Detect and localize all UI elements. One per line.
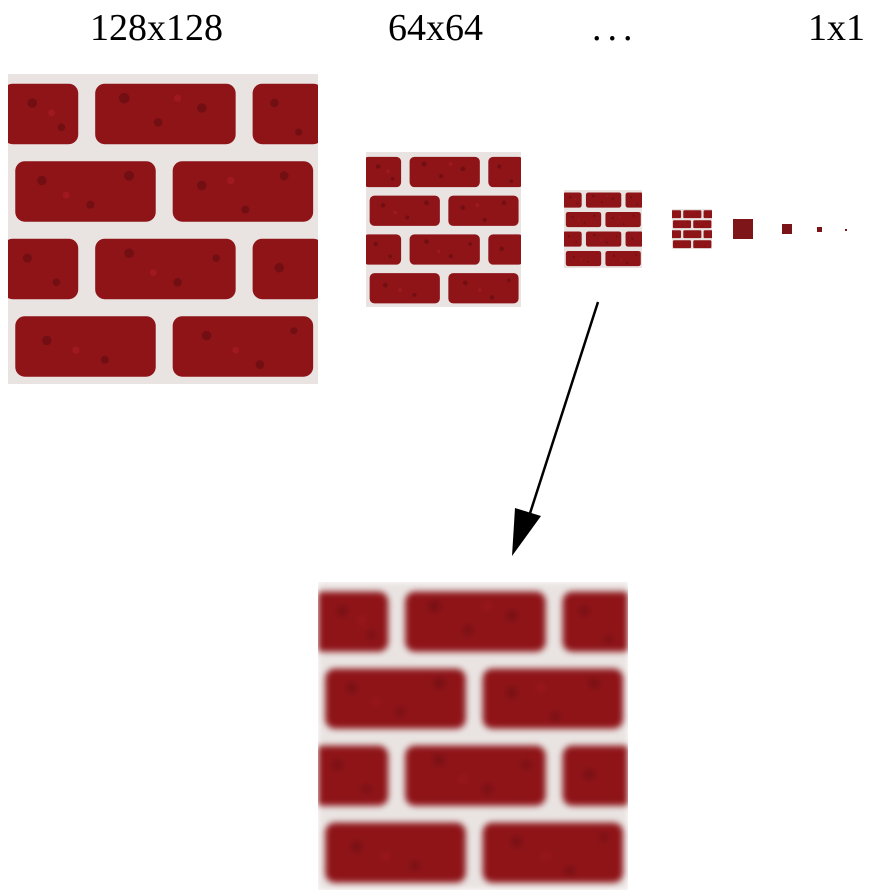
mipmap-level-128 [8, 74, 318, 384]
mipmap-level-4 [782, 224, 792, 234]
mipmap-level-2 [817, 227, 822, 232]
label-ellipsis: ... [592, 8, 639, 48]
label-1x1: 1x1 [808, 8, 865, 48]
mipmap-level-64 [366, 152, 521, 307]
mipmap-level-8 [733, 219, 753, 239]
label-64x64: 64x64 [388, 8, 483, 48]
magnified-texture [318, 582, 628, 890]
mipmap-level-32 [564, 190, 642, 268]
label-128x128: 128x128 [90, 8, 223, 48]
mipmap-level-1 [845, 229, 847, 231]
mipmap-level-16 [672, 209, 712, 249]
